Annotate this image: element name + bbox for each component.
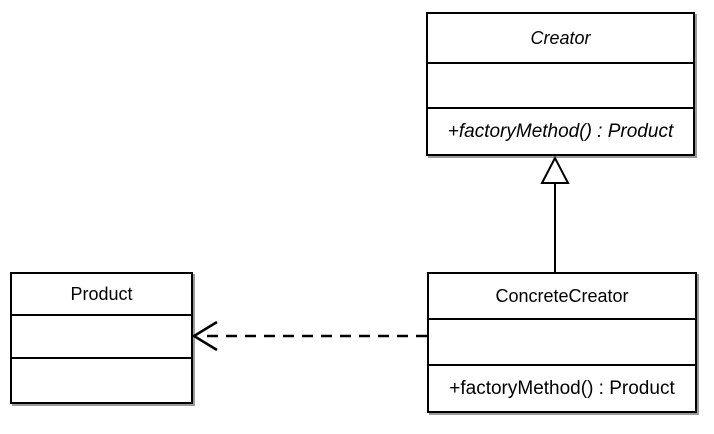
- methods-compartment-product: [12, 357, 191, 402]
- dependency-arrow: [191, 320, 427, 352]
- class-box-concrete-creator: ConcreteCreator +factoryMethod() : Produ…: [427, 272, 697, 413]
- open-arrowhead: [191, 320, 218, 352]
- attributes-compartment-concrete-creator: [429, 318, 695, 364]
- class-box-product: Product: [10, 272, 193, 404]
- attributes-compartment-creator: [428, 62, 693, 107]
- attributes-compartment-product: [12, 314, 191, 357]
- hollow-triangle-arrowhead: [540, 155, 570, 184]
- class-name-creator: Creator: [530, 27, 591, 48]
- generalization-arrow: [540, 155, 570, 272]
- class-name-concrete-creator: ConcreteCreator: [495, 285, 629, 306]
- methods-compartment-concrete-creator: +factoryMethod() : Product: [429, 364, 695, 411]
- methods-compartment-creator: +factoryMethod() : Product: [428, 107, 693, 154]
- class-name-product: Product: [70, 283, 133, 304]
- class-box-creator: Creator +factoryMethod() : Product: [426, 12, 695, 156]
